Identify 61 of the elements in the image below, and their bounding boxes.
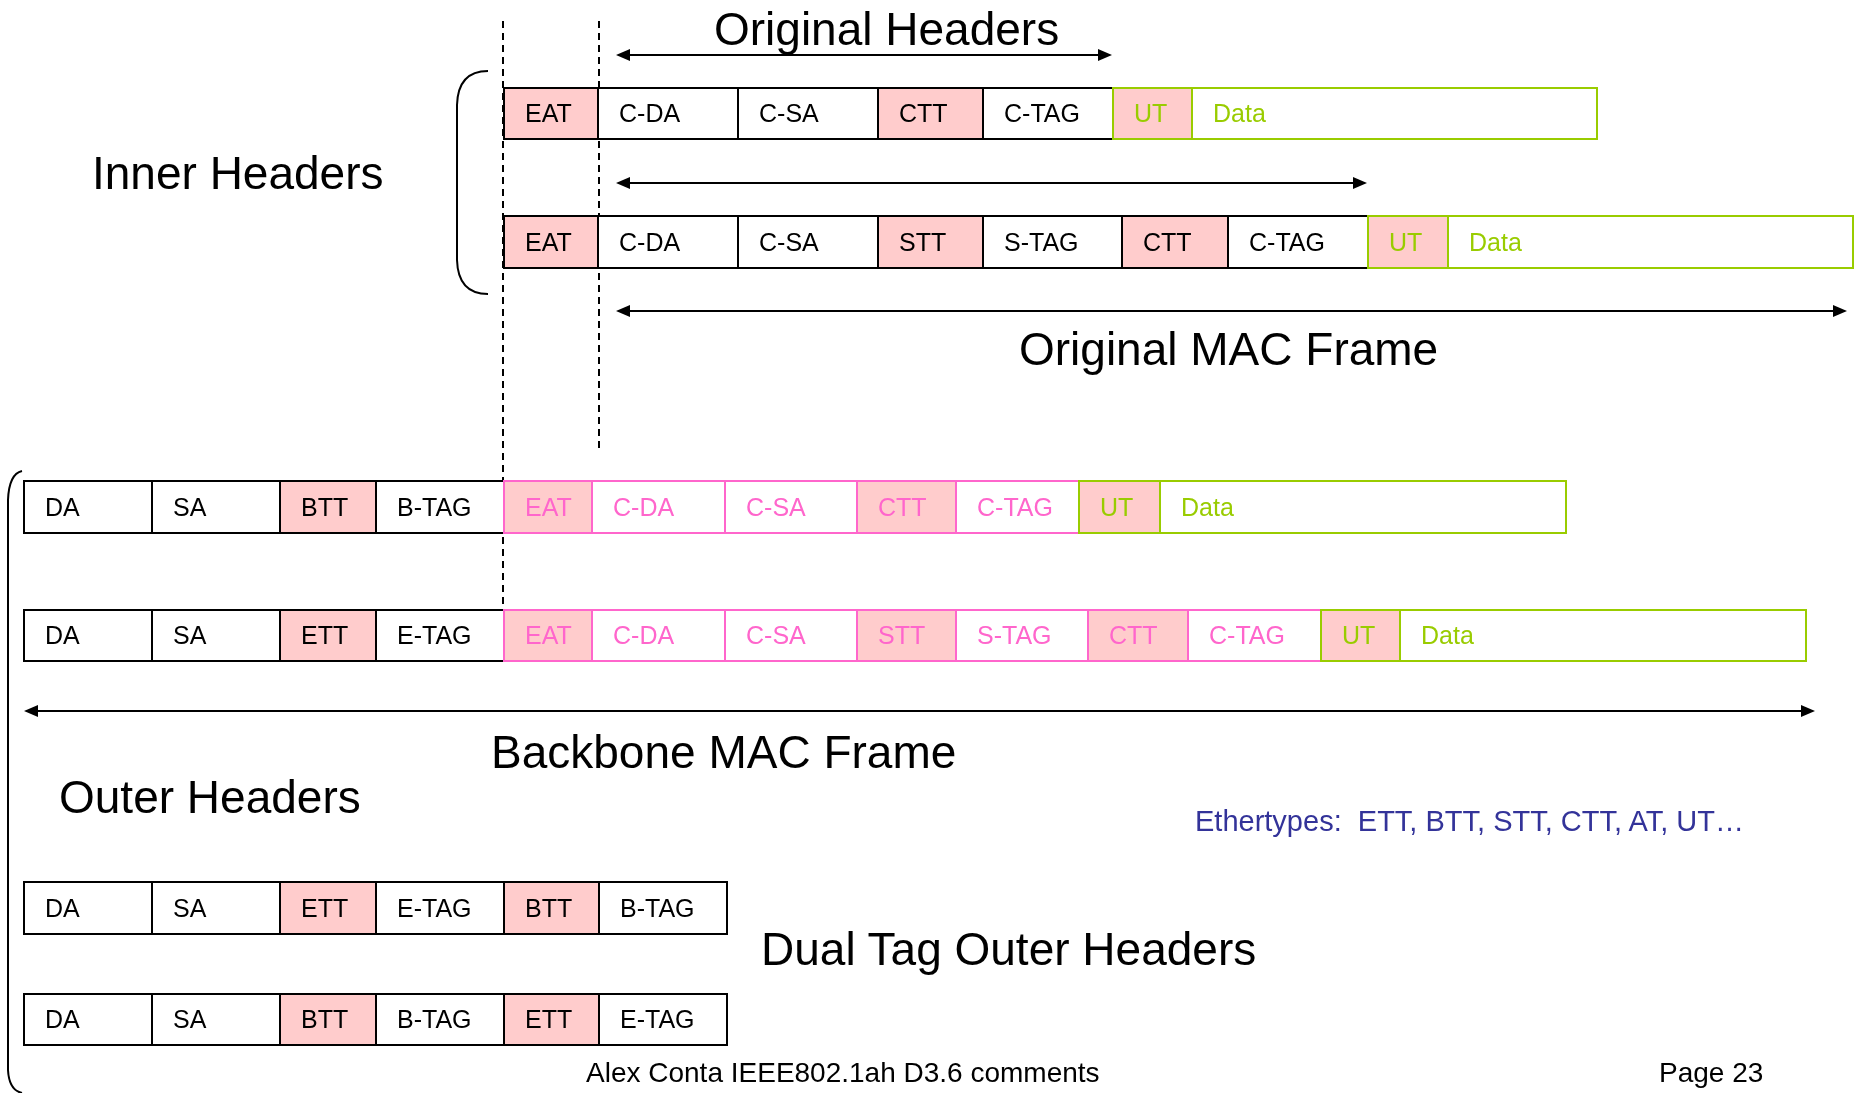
header-field: UT: [1078, 480, 1161, 534]
header-field: B-TAG: [598, 881, 728, 935]
header-field: CTT: [877, 87, 984, 140]
header-field: C-SA: [724, 480, 858, 534]
section-title: Inner Headers: [92, 148, 384, 199]
header-field: C-TAG: [1227, 215, 1369, 269]
section-title: Outer Headers: [59, 772, 361, 823]
header-field: EAT: [503, 215, 599, 269]
header-field: ETT: [279, 609, 377, 662]
header-field: UT: [1367, 215, 1449, 269]
header-field: Data: [1399, 609, 1807, 662]
header-field: UT: [1112, 87, 1193, 140]
header-field: DA: [23, 993, 153, 1046]
header-field: C-SA: [737, 215, 879, 269]
header-field: CTT: [1087, 609, 1189, 662]
header-field: CTT: [1121, 215, 1229, 269]
header-field: SA: [151, 480, 281, 534]
header-field: E-TAG: [375, 881, 505, 935]
header-field: DA: [23, 609, 153, 662]
header-field: Data: [1191, 87, 1598, 140]
header-field: BTT: [279, 480, 377, 534]
page-number: Page 23: [1659, 1058, 1764, 1089]
header-field: E-TAG: [598, 993, 728, 1046]
header-field: S-TAG: [982, 215, 1123, 269]
header-field: Data: [1447, 215, 1854, 269]
section-title: Backbone MAC Frame: [491, 727, 957, 778]
header-field: S-TAG: [955, 609, 1089, 662]
header-field: SA: [151, 881, 281, 935]
header-field: DA: [23, 881, 153, 935]
header-field: SA: [151, 609, 281, 662]
header-field: STT: [877, 215, 984, 269]
header-field: C-SA: [737, 87, 879, 140]
header-field: EAT: [503, 87, 599, 140]
header-field: Data: [1159, 480, 1567, 534]
header-field: C-DA: [591, 609, 726, 662]
header-field: ETT: [279, 881, 377, 935]
header-field: C-SA: [724, 609, 858, 662]
note-text: Ethertypes: ETT, BTT, STT, CTT, AT, UT…: [1195, 806, 1744, 838]
footer-text: Alex Conta IEEE802.1ah D3.6 comments: [586, 1058, 1100, 1089]
header-field: B-TAG: [375, 993, 505, 1046]
header-field: BTT: [503, 881, 600, 935]
header-field: B-TAG: [375, 480, 505, 534]
section-title: Dual Tag Outer Headers: [761, 924, 1257, 975]
header-field: CTT: [856, 480, 957, 534]
header-field: BTT: [279, 993, 377, 1046]
header-field: DA: [23, 480, 153, 534]
header-field: EAT: [503, 609, 593, 662]
header-field: E-TAG: [375, 609, 505, 662]
header-field: ETT: [503, 993, 600, 1046]
header-field: SA: [151, 993, 281, 1046]
header-field: C-DA: [591, 480, 726, 534]
header-field: UT: [1320, 609, 1401, 662]
header-field: C-TAG: [982, 87, 1114, 140]
header-field: C-TAG: [1187, 609, 1322, 662]
header-field: C-TAG: [955, 480, 1080, 534]
header-field: C-DA: [597, 215, 739, 269]
header-field: C-DA: [597, 87, 739, 140]
section-title: Original Headers: [714, 4, 1060, 55]
header-field: STT: [856, 609, 957, 662]
section-title: Original MAC Frame: [1019, 324, 1439, 375]
header-field: EAT: [503, 480, 593, 534]
